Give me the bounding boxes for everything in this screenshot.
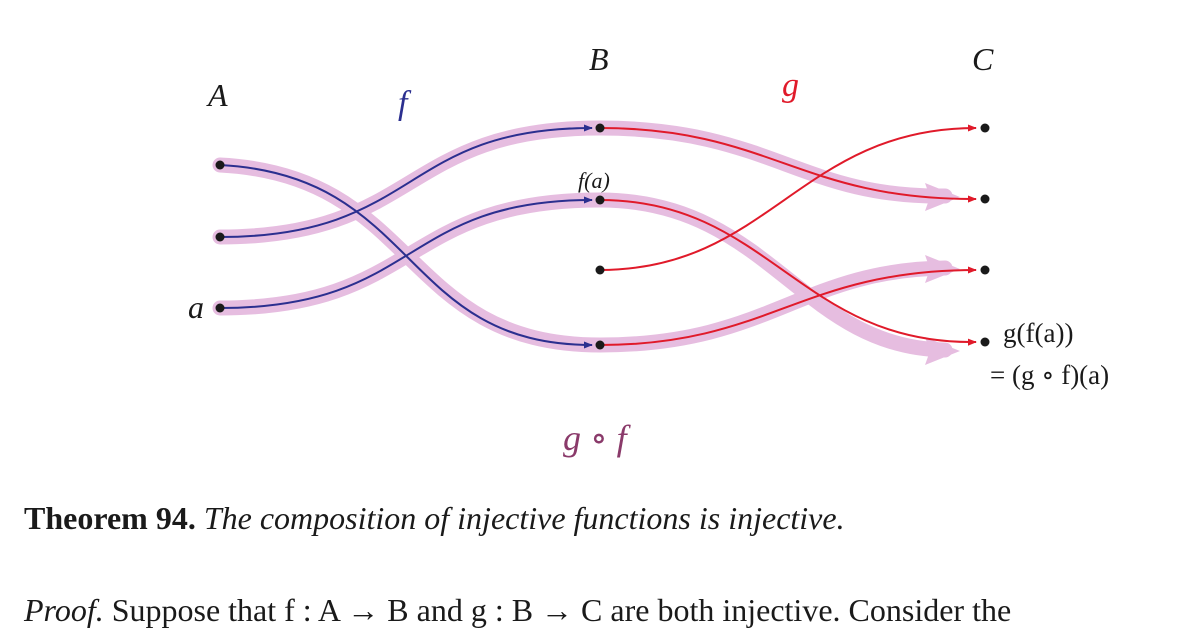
element-dot xyxy=(595,123,605,133)
element-dot xyxy=(215,232,225,242)
g-arrows xyxy=(599,124,977,346)
result-label-line1: g(f(a)) xyxy=(1003,318,1073,348)
f-arrow-3 xyxy=(219,196,593,309)
theorem-text: The composition of injective functions i… xyxy=(203,500,845,536)
element-dot xyxy=(595,265,605,275)
g-arrow-3 xyxy=(599,124,977,271)
proof-paragraph: Proof. Suppose that f : A → B and g : B … xyxy=(24,592,1011,629)
element-dot xyxy=(215,303,225,313)
map-label-g: g xyxy=(782,67,799,104)
f-arrow-2 xyxy=(219,124,593,238)
element-dot xyxy=(980,194,990,204)
theorem-statement: Theorem 94. The composition of injective… xyxy=(24,500,845,537)
proof-heading: Proof. xyxy=(24,592,104,628)
element-dot xyxy=(595,195,605,205)
element-dot xyxy=(215,160,225,170)
element-label-fa: f(a) xyxy=(578,168,610,193)
element-dot xyxy=(980,337,990,347)
set-label-C: C xyxy=(972,41,994,77)
element-label-a: a xyxy=(188,289,204,325)
g-arrow-4 xyxy=(599,266,977,346)
element-dot xyxy=(980,265,990,275)
map-label-composition: g ∘ f xyxy=(563,418,632,458)
result-label-line2: = (g ∘ f)(a) xyxy=(990,360,1109,390)
composition-band-heads xyxy=(925,183,960,365)
f-arrow-1 xyxy=(219,164,593,349)
set-A-elements xyxy=(215,160,225,313)
element-dot xyxy=(980,123,990,133)
map-label-f: f xyxy=(398,85,412,122)
g-arrow-1 xyxy=(599,127,977,203)
set-label-B: B xyxy=(589,41,609,77)
element-dot xyxy=(595,340,605,350)
g-arrow-2 xyxy=(599,199,977,346)
f-arrows xyxy=(219,124,593,349)
theorem-heading: Theorem 94. xyxy=(24,500,196,536)
proof-text: Suppose that f : A → B and g : B → C are… xyxy=(111,592,1012,628)
function-composition-diagram: A B C f g g ∘ f a f(a) g(f(a)) = (g ∘ f)… xyxy=(188,41,1109,458)
set-label-A: A xyxy=(206,77,228,113)
composition-bands xyxy=(212,120,953,358)
set-C-elements xyxy=(980,123,990,347)
set-B-elements xyxy=(595,123,605,350)
